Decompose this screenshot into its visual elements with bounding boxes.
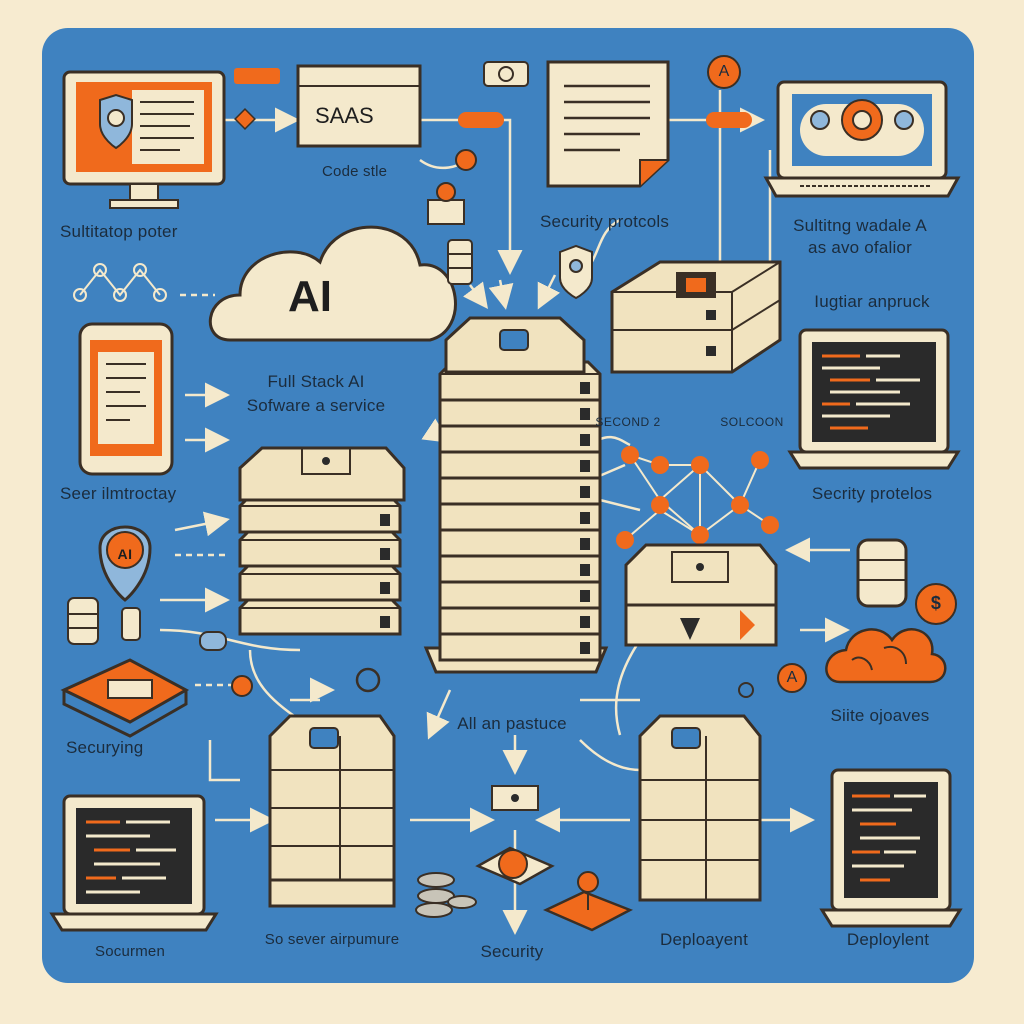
label-ai-practice: All an pastuce [457, 714, 567, 733]
label-documentation: Socurmen [95, 943, 165, 960]
label-full-stack-line2: Sofware a service [246, 396, 386, 415]
laptop-top-right [763, 80, 961, 198]
connector-diamonds [234, 61, 752, 130]
connector-lines [159, 90, 850, 935]
label-deployment-right: Deploylent [846, 930, 930, 949]
label-security-protocols-right: Secrity protelos [811, 484, 933, 503]
ai-cloud [208, 225, 457, 342]
code-laptop-right [787, 328, 961, 470]
orange-cloud [738, 628, 947, 698]
server-stack-right-upper [610, 260, 782, 374]
label-site-overview: Siite ojoaves [830, 706, 930, 725]
code-laptop-bottom-right [819, 768, 963, 928]
server-stack-left [238, 446, 406, 636]
label-secure-left: Seer ilmtroctay [60, 484, 177, 503]
central-server-tower [423, 316, 609, 674]
label-deployment-mid: Deploayent [659, 930, 749, 949]
label-security-bottom: Security [480, 942, 544, 961]
ai-shield-label: AI [117, 546, 133, 562]
code-laptop-bottom-left [49, 794, 219, 932]
dollar-coin: $ [930, 593, 942, 613]
label-full-stack-line1: Full Stack AI [267, 372, 365, 391]
center-bottom-icons [415, 785, 634, 932]
server-bottom-right [638, 714, 762, 902]
ai-cloud-label: AI [288, 272, 332, 321]
database-small-top [427, 149, 593, 300]
phone-left [78, 322, 174, 476]
orange-tile-left [60, 631, 381, 738]
database-right [856, 538, 957, 625]
document-icon [546, 55, 741, 188]
label-securing: Securying [66, 738, 144, 757]
server-right-middle [624, 543, 778, 647]
server-bottom-left [268, 714, 396, 908]
label-cloud-line: Iugtiar anpruck [814, 292, 930, 311]
label-solution: SOLCOON [720, 415, 784, 429]
label-security-protocols-top: Security protcols [540, 212, 670, 231]
label-server-infra: So sever airpumure [264, 931, 400, 948]
monitor-top-left [62, 70, 226, 209]
label-code-style: Code stle [322, 163, 388, 180]
saas-badge: SAAS [315, 103, 374, 128]
ai-shield-left [67, 525, 152, 645]
label-multitask-poster: Sultitatop poter [60, 222, 178, 241]
label-second: SECOND 2 [595, 415, 661, 429]
label-module-line1: Sultitng wadale A [793, 216, 927, 235]
network-hexagons [73, 263, 167, 302]
a-circle-top: A [718, 63, 730, 80]
saas-box [296, 64, 422, 148]
node-network [616, 446, 779, 549]
label-module-line2: as avo ofalior [808, 238, 912, 257]
a-circle-right: A [786, 669, 798, 686]
